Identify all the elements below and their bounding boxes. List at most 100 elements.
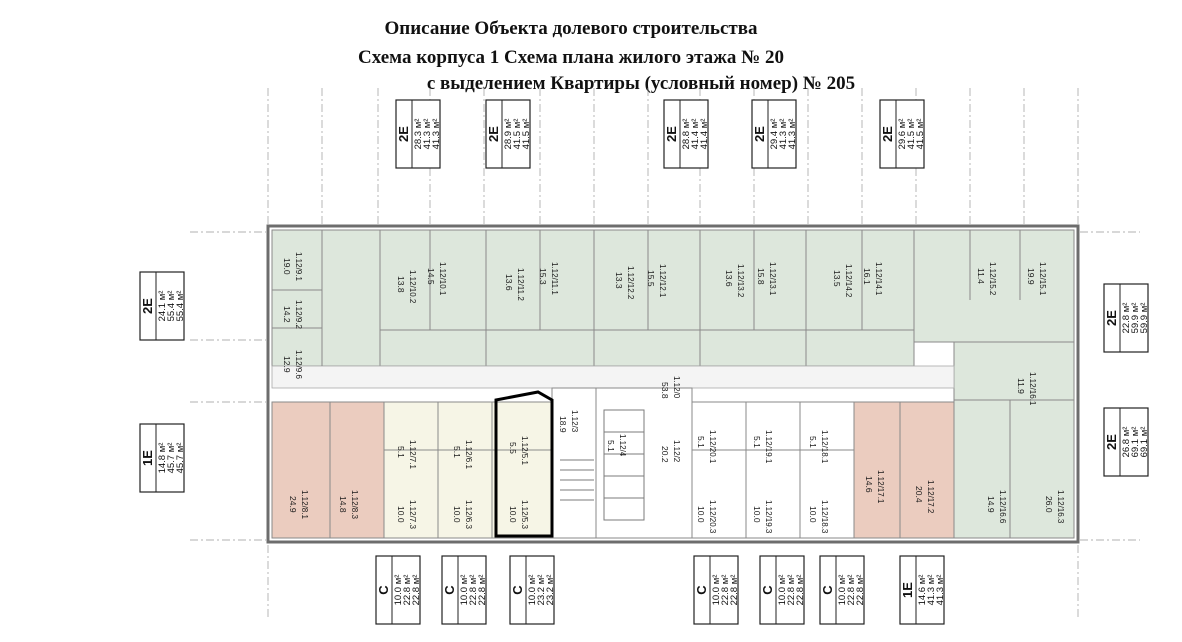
room-area: 15.3: [538, 268, 548, 285]
room-id: 1.12/9.6: [294, 350, 303, 379]
card-area-value: 28.8 м²: [681, 119, 692, 150]
room-label: 1.12/17.220.4: [914, 480, 935, 514]
card-area-value: 41.4 м²: [690, 119, 701, 150]
room-id: 1.12/4: [618, 434, 627, 457]
room-area: 15.8: [756, 268, 766, 285]
room-label: 1.12/16.111.9: [1016, 372, 1037, 406]
room-area: 53.8: [660, 382, 670, 399]
room-label: 1.12/318.9: [558, 410, 579, 433]
room-id: 1.12/16.1: [1028, 372, 1037, 406]
plan-subtitle: Схема корпуса 1 Схема плана жилого этажа…: [357, 47, 784, 68]
room-area: 18.9: [558, 416, 568, 433]
card-area-value: 41.3 м²: [787, 119, 798, 150]
highlighted-apartment[interactable]: [494, 390, 554, 538]
room-label: 1.12/11.115.3: [538, 262, 559, 295]
room-label: 1.12/12.115.5: [646, 264, 667, 298]
room-area: 5.5: [508, 442, 518, 454]
room-id: 1.12/17.2: [926, 480, 935, 514]
room-id: 1.12/11.1: [550, 262, 559, 295]
card-area-value: 41.3 м²: [778, 119, 789, 150]
card-area-value: 10.0 м²: [527, 575, 538, 606]
corridor: [271, 365, 955, 389]
room-area: 14.5: [426, 268, 436, 285]
room-id: 1.12/11.2: [516, 268, 525, 301]
room-label: 1.12/19.310.0: [752, 500, 773, 534]
card-area-value: 22.8 м²: [729, 575, 740, 606]
card-area-value: 29.6 м²: [897, 119, 908, 150]
room-area: 13.6: [724, 270, 734, 287]
room-label: 1.12/5.310.0: [508, 500, 529, 529]
card-area-value: 14.6 м²: [917, 575, 928, 606]
room-id: 1.12/17.1: [876, 470, 885, 504]
card-area-value: 41.3 м²: [926, 575, 937, 606]
room-label: 1.12/45.1: [606, 434, 627, 457]
room-label: 1.12/220.2: [660, 440, 681, 463]
room-area: 5.1: [808, 436, 818, 448]
card-area-value: 22.8 м²: [846, 575, 857, 606]
card-type-label: C: [820, 585, 835, 595]
room-id: 1.12/20.1: [708, 430, 717, 464]
room-area: 13.6: [504, 274, 514, 291]
room-id: 1.12/5.1: [520, 436, 529, 465]
card-type-label: 1E: [900, 582, 915, 598]
room-label: 1.12/10.213.8: [396, 270, 417, 304]
room-label: 1.12/5.15.5: [508, 436, 529, 465]
card-area-value: 59.9 м²: [1139, 303, 1150, 334]
room-id: 1.12/16.6: [998, 490, 1007, 524]
room-label: 1.12/18.310.0: [808, 500, 829, 534]
room-area: 5.1: [696, 436, 706, 448]
room-id: 1.12/7.1: [408, 440, 417, 469]
card-type-label: 2E: [880, 126, 895, 142]
room-label: 1.12/14.116.1: [862, 262, 883, 296]
card-area-value: 22.8 м²: [786, 575, 797, 606]
room-label: 1.12/8.124.9: [288, 490, 309, 519]
room-id: 1.12/9.1: [294, 252, 303, 281]
card-type-label: 2E: [664, 126, 679, 142]
card-area-value: 29.4 м²: [769, 119, 780, 150]
room-label: 1.12/6.310.0: [452, 500, 473, 529]
card-area-value: 10.0 м²: [459, 575, 470, 606]
room-label: 1.12/9.214.2: [282, 300, 303, 329]
room-area: 14.8: [338, 496, 348, 513]
room-label: 1.12/15.211.4: [976, 262, 997, 296]
card-area-value: 26.8 м²: [1121, 427, 1132, 458]
room-area: 10.0: [396, 506, 406, 523]
room-id: 1.12/14.1: [874, 262, 883, 296]
card-area-value: 23.2 м²: [545, 575, 556, 606]
room-area: 5.1: [452, 446, 462, 458]
room-area: 10.0: [452, 506, 462, 523]
room-area: 13.8: [396, 276, 406, 293]
card-type-label: C: [694, 585, 709, 595]
stair-lift-core: [560, 409, 645, 521]
room-label: 1.12/20.310.0: [696, 500, 717, 534]
card-area-value: 24.1 м²: [157, 291, 168, 322]
room-id: 1.12/0: [672, 376, 681, 399]
card-area-value: 28.9 м²: [503, 119, 514, 150]
room-label: 1.12/20.15.1: [696, 430, 717, 464]
card-area-value: 41.3 м²: [422, 119, 433, 150]
room-area: 14.6: [864, 476, 874, 493]
room-label: 1.12/8.314.8: [338, 490, 359, 519]
card-area-value: 10.0 м²: [777, 575, 788, 606]
partitions: [272, 230, 1074, 538]
room-label: 1.12/15.119.9: [1026, 262, 1047, 296]
card-area-value: 23.2 м²: [536, 575, 547, 606]
room-label: 1.12/19.15.1: [752, 430, 773, 464]
card-area-value: 55.4 м²: [166, 291, 177, 322]
room-id: 1.12/15.2: [988, 262, 997, 296]
room-id: 1.12/15.1: [1038, 262, 1047, 296]
card-type-label: 2E: [486, 126, 501, 142]
room-area: 13.3: [614, 272, 624, 289]
card-type-label: 1E: [140, 450, 155, 466]
room-id: 1.12/12.1: [658, 264, 667, 298]
